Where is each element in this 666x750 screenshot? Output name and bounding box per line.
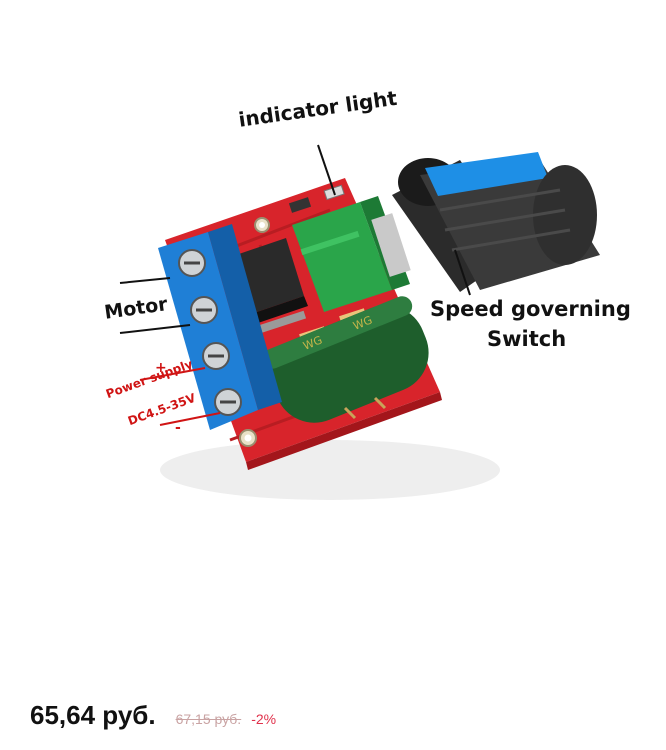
minus-label: -	[175, 420, 181, 436]
speed-governing-label: Speed governing	[430, 297, 631, 321]
potentiometer	[292, 196, 411, 312]
switch-label: Switch	[487, 327, 567, 351]
mosfet-chip	[236, 238, 308, 334]
capacitor: WG WG	[262, 296, 429, 423]
price-row: 65,64 руб. 67,15 руб. -2%	[30, 700, 276, 734]
current-price: 65,64 руб.	[30, 700, 156, 730]
terminal-block	[158, 224, 282, 430]
knob	[392, 152, 600, 292]
discount-badge: -2%	[251, 711, 277, 727]
old-price: 67,15 руб.	[175, 711, 242, 727]
product-image: WG WG	[119, 144, 600, 500]
label-leaders	[119, 144, 471, 426]
plus-label: +	[155, 360, 167, 376]
